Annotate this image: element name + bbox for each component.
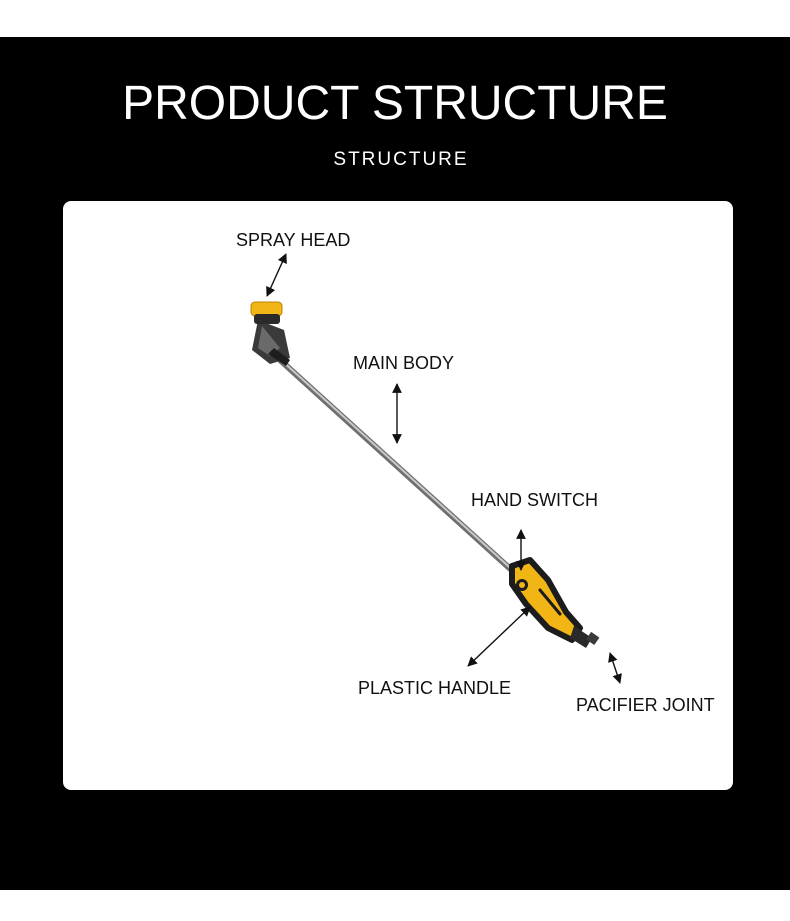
spray-head-part: [250, 301, 290, 366]
main-body-rod: [277, 357, 520, 578]
hand-switch-label: HAND SWITCH: [471, 490, 598, 510]
plastic-handle-arrow: [467, 606, 531, 667]
plastic-handle-part: [509, 557, 583, 643]
plastic-handle-label: PLASTIC HANDLE: [358, 678, 512, 698]
main-body-label: MAIN BODY: [353, 353, 455, 373]
diagram-card: [63, 201, 733, 790]
spray-head-label: SPRAY HEAD: [236, 230, 351, 250]
spray-head-arrow: [266, 253, 287, 297]
pacifier-joint-label: PACIFIER JOINT: [576, 695, 715, 715]
page-subtitle: STRUCTURE: [333, 149, 469, 170]
pacifier-joint-part: [570, 626, 600, 648]
pacifier-joint-arrow: [608, 652, 622, 684]
page-title: PRODUCT STRUCTURE: [122, 77, 668, 130]
